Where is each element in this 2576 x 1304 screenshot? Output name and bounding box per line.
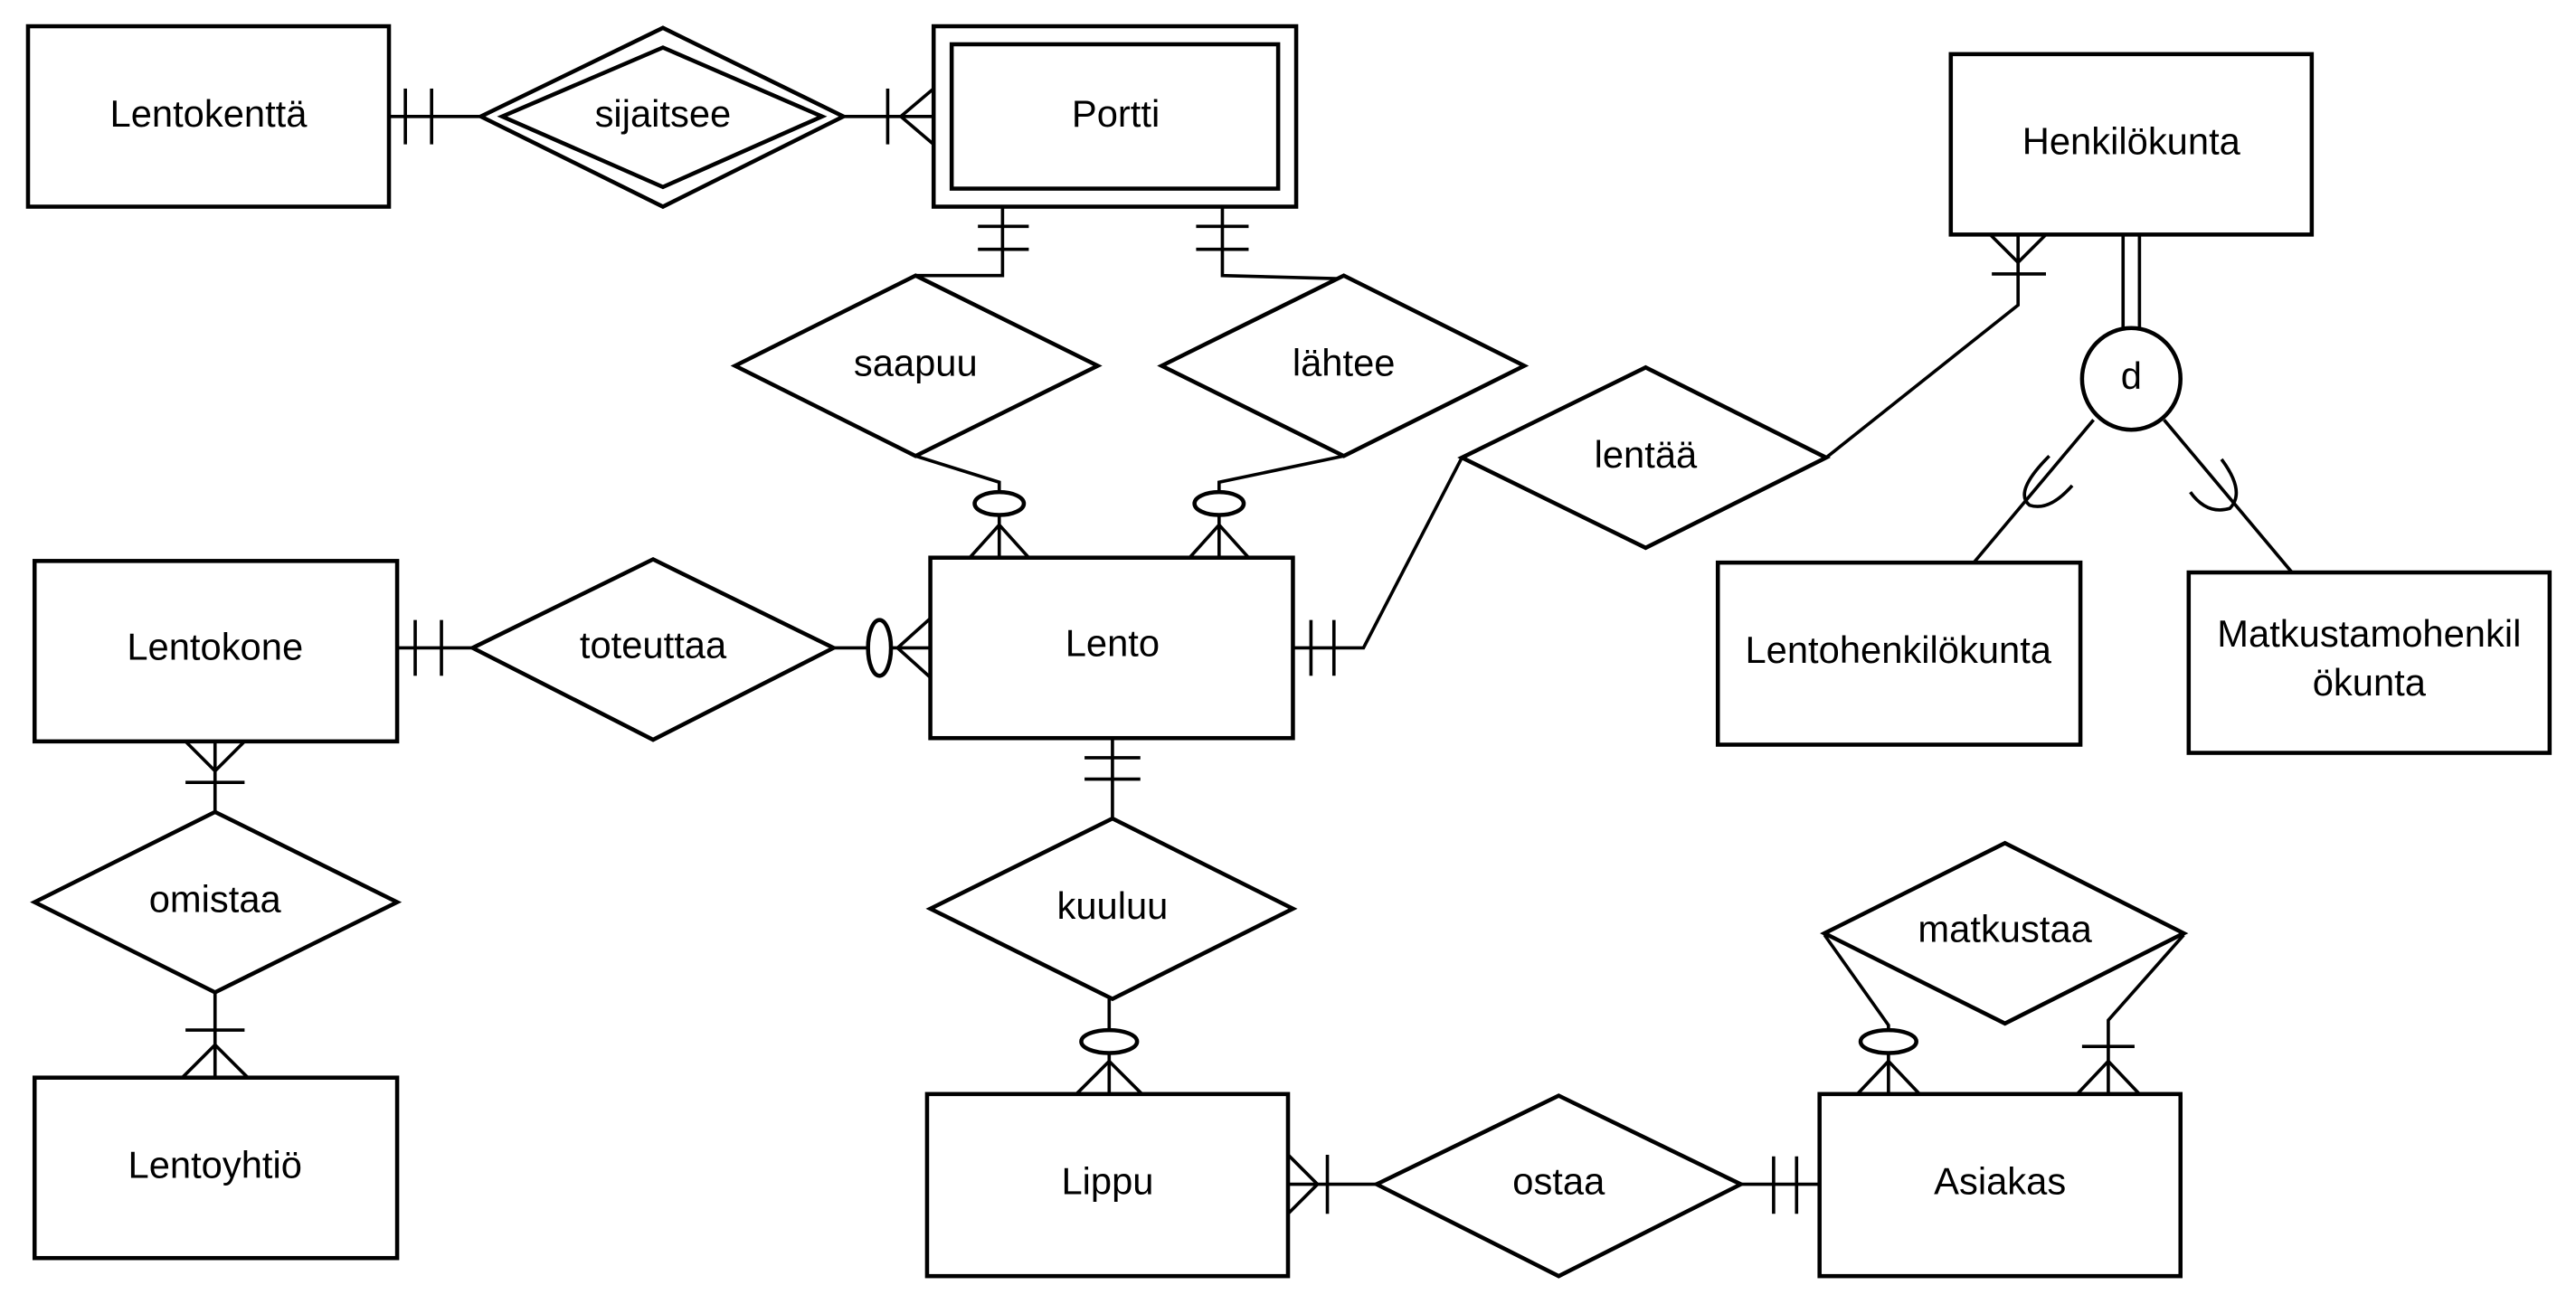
entity-label: Lentohenkilökunta [1745, 628, 2051, 671]
entity-label: Henkilökunta [2022, 120, 2241, 163]
relationship-label: kuuluu [1056, 884, 1168, 927]
entity-lentokone[interactable]: Lentokone [32, 559, 400, 744]
entity-lentokentta[interactable]: Lentokenttä [25, 24, 392, 209]
relationship-lentaa[interactable]: lentää [1457, 364, 1832, 551]
relationship-label: matkustaa [1918, 907, 2092, 950]
entity-label: Lentokenttä [110, 92, 308, 135]
entity-label: Lento [1065, 622, 1160, 665]
relationship-ostaa[interactable]: ostaa [1371, 1093, 1746, 1279]
relationship-lahtee[interactable]: lähtee [1157, 273, 1530, 458]
line-matkustaa-asiakas-1 [1823, 933, 1890, 1094]
line-d-lentohenkilokunta [1972, 419, 2095, 564]
relationship-saapuu[interactable]: saapuu [730, 273, 1103, 458]
relationship-omistaa[interactable]: omistaa [30, 809, 402, 995]
entity-label: Lentoyhtiö [128, 1143, 302, 1186]
line-lento-lentaa [1293, 457, 1463, 650]
line-lentaa-henkilokunta [1824, 234, 2020, 459]
entity-label-line1: Matkustamohenkil [2217, 612, 2521, 655]
line-portti-saapuu [915, 206, 1005, 278]
relationship-label: omistaa [149, 878, 282, 921]
entity-label-line2: ökunta [2313, 661, 2427, 704]
subset-icon [2189, 458, 2239, 512]
entity-label: Lentokone [127, 625, 303, 667]
entity-label: Portti [1072, 92, 1160, 135]
entity-henkilokunta[interactable]: Henkilökunta [1948, 52, 2315, 237]
relationship-kuuluu[interactable]: kuuluu [925, 816, 1298, 1002]
specialization-disjoint[interactable]: d [2079, 326, 2183, 432]
line-d-matkustamo [2163, 419, 2294, 574]
entity-label: Lippu [1061, 1160, 1153, 1203]
relationship-label: ostaa [1512, 1160, 1605, 1203]
entity-lentohenkilokunta[interactable]: Lentohenkilökunta [1715, 560, 2083, 747]
entity-portti-weak[interactable]: Portti [931, 24, 1299, 209]
relationship-label: lähtee [1293, 342, 1396, 384]
line-matkustaa-asiakas-2 [2107, 933, 2185, 1094]
relationship-matkustaa[interactable]: matkustaa [1820, 840, 2189, 1026]
entity-lento[interactable]: Lento [928, 555, 1295, 741]
relationship-label: saapuu [854, 342, 978, 384]
line-saapuu-lento [914, 454, 1001, 558]
relationship-label: lentää [1595, 433, 1698, 476]
specialization-label: d [2121, 354, 2142, 397]
line-portti-lahtee [1220, 206, 1344, 281]
entity-lentoyhtio[interactable]: Lentoyhtiö [32, 1075, 400, 1261]
relationship-sijaitsee-identifying[interactable]: sijaitsee [476, 25, 848, 210]
crowfoot-many [898, 87, 935, 146]
relationship-toteuttaa[interactable]: toteuttaa [468, 556, 838, 742]
entity-lippu[interactable]: Lippu [924, 1091, 1291, 1279]
relationship-label: sijaitsee [595, 92, 732, 135]
entity-asiakas[interactable]: Asiakas [1817, 1091, 2183, 1279]
connectors [181, 87, 2294, 1215]
subset-icon [2022, 454, 2074, 508]
entity-matkustamohenkilokunta[interactable]: Matkustamohenkil ökunta [2186, 570, 2552, 755]
line-lahtee-lento [1217, 454, 1345, 558]
entity-label: Asiakas [1934, 1160, 2066, 1203]
relationship-label: toteuttaa [580, 623, 727, 666]
